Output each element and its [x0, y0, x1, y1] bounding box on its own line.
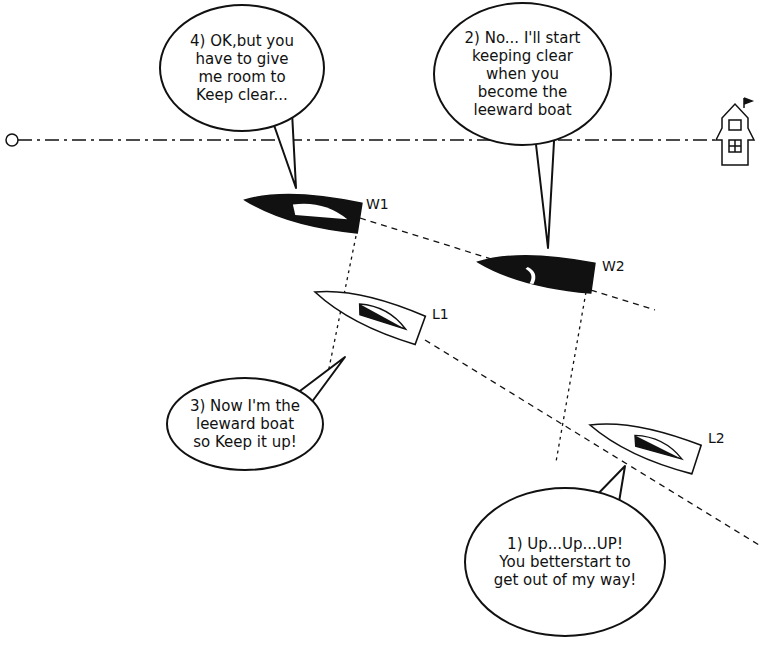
boat-l1 — [310, 277, 426, 345]
boat-w2 — [476, 246, 595, 293]
speech-bubble: 3) Now I'm the leeward boat so Keep it u… — [166, 377, 324, 471]
speech-bubble: 4) OK,but you have to give me room to Ke… — [159, 4, 325, 132]
boat-w1 — [243, 184, 362, 233]
speech-text: 2) No... I'll start keeping clear when y… — [459, 29, 587, 119]
speech-text: 3) Now I'm the leeward boat so Keep it u… — [189, 397, 301, 451]
boat-label: L1 — [432, 306, 449, 322]
boat-l2 — [585, 410, 701, 474]
overlap-line — [556, 292, 586, 462]
boat-label: W2 — [602, 258, 625, 274]
bubble-tails — [268, 106, 625, 508]
speech-text: 1) Up...Up...UP! You betterstart to get … — [492, 535, 638, 589]
starting-line — [18, 139, 716, 141]
speech-text: 4) OK,but you have to give me room to Ke… — [183, 32, 301, 104]
speech-bubble: 1) Up...Up...UP! You betterstart to get … — [464, 487, 666, 637]
boat-label: W1 — [366, 196, 389, 212]
pin-buoy — [6, 134, 18, 146]
committee-house — [716, 98, 754, 165]
speech-bubble: 2) No... I'll start keeping clear when y… — [433, 2, 612, 146]
boat-label: L2 — [708, 430, 725, 446]
course-line — [360, 218, 655, 310]
